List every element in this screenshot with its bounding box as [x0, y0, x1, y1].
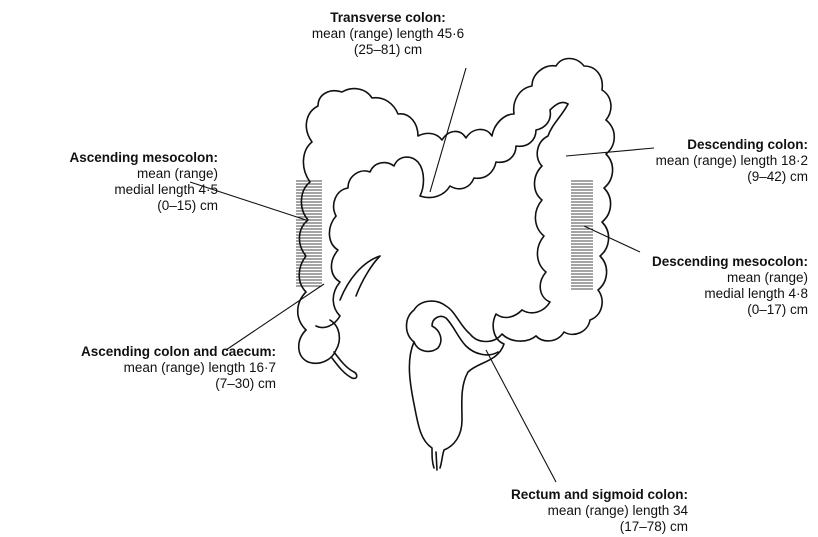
ascending-mesocolon-mean: mean (range)	[6, 166, 218, 182]
rectum-sigmoid-range: (17–78) cm	[430, 519, 688, 535]
ascending-colon-caecum-label: Ascending colon and caecum: mean (range)…	[6, 344, 276, 392]
rectum	[409, 310, 522, 468]
ascending-mesocolon-title: Ascending mesocolon:	[6, 150, 218, 166]
descending-mesocolon-title: Descending mesocolon:	[590, 254, 808, 270]
descending-mesocolon-range: (0–17) cm	[590, 302, 808, 318]
anal-canal	[436, 452, 437, 470]
leader-rectum-sigmoid	[486, 350, 556, 482]
descending-colon-title: Descending colon:	[590, 137, 808, 153]
appendix	[332, 352, 357, 378]
ascending-colon-caecum-length: mean (range) length 16·7	[6, 360, 276, 376]
descending-colon-inner-wall	[522, 104, 568, 313]
rectum-sigmoid-length: mean (range) length 34	[430, 503, 688, 519]
rectum-sigmoid-label: Rectum and sigmoid colon: mean (range) l…	[430, 487, 688, 535]
descending-mesocolon-mean: mean (range)	[590, 270, 808, 286]
ascending-mesocolon-range: (0–15) cm	[6, 198, 218, 214]
transverse-colon-length: mean (range) length 45·6	[268, 26, 508, 42]
ascending-colon-caecum-range: (7–30) cm	[6, 376, 276, 392]
leader-ascending-colon	[226, 284, 324, 350]
ascending-colon-caecum-title: Ascending colon and caecum:	[6, 344, 276, 360]
descending-colon-range: (9–42) cm	[590, 169, 808, 185]
descending-mesocolon-length: medial length 4·8	[590, 286, 808, 302]
transverse-colon-label: Transverse colon: mean (range) length 45…	[268, 10, 508, 58]
descending-colon-length: mean (range) length 18·2	[590, 153, 808, 169]
sigmoid-colon	[407, 301, 537, 355]
ascending-mesocolon-length: medial length 4·5	[6, 182, 218, 198]
descending-mesocolon-label: Descending mesocolon: mean (range) media…	[590, 254, 808, 318]
ileal-fold	[340, 256, 380, 300]
transverse-colon-title: Transverse colon:	[268, 10, 508, 26]
ascending-mesocolon-label: Ascending mesocolon: mean (range) medial…	[6, 150, 218, 214]
descending-colon-label: Descending colon: mean (range) length 18…	[590, 137, 808, 185]
transverse-colon-range: (25–81) cm	[268, 42, 508, 58]
rectum-sigmoid-title: Rectum and sigmoid colon:	[430, 487, 688, 503]
leader-transverse	[430, 68, 466, 192]
